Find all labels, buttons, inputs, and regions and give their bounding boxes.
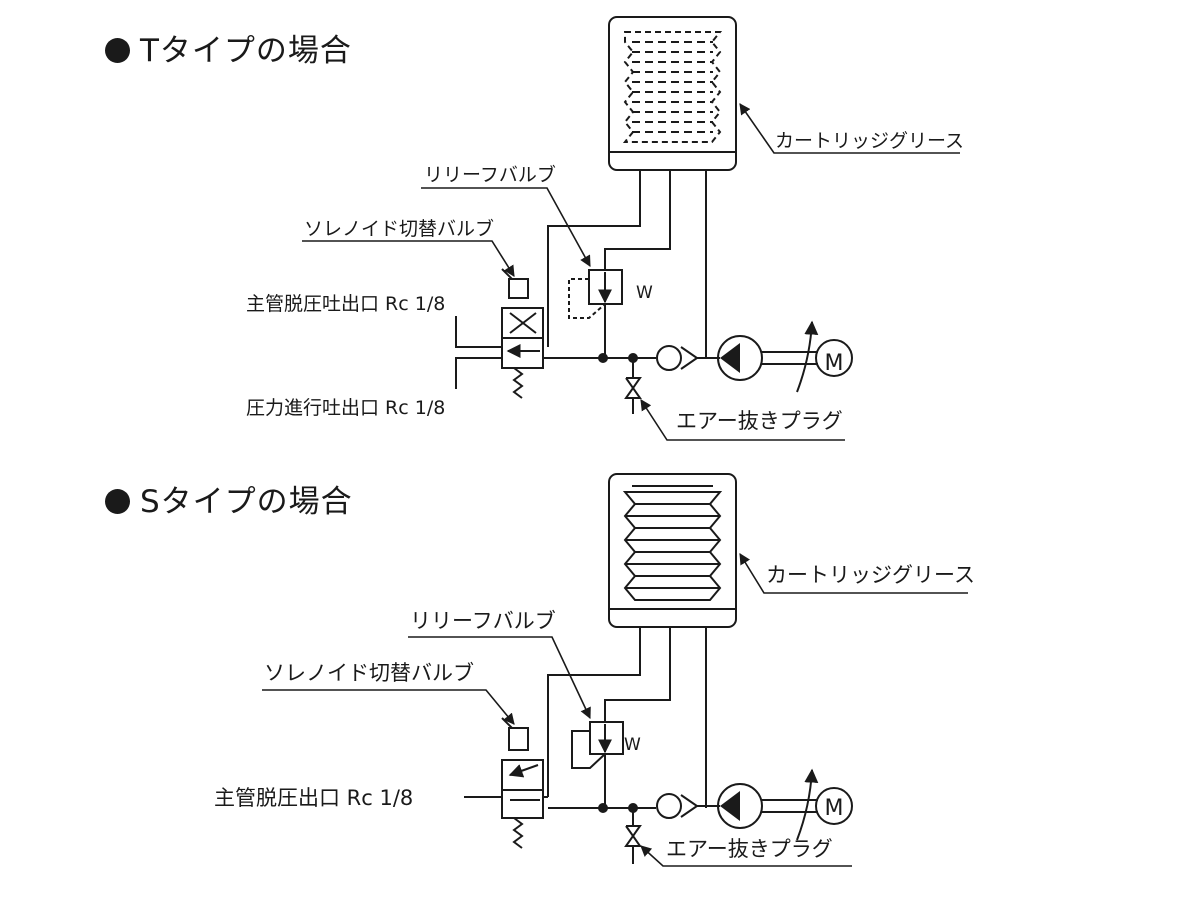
solenoid-valve-t <box>455 268 548 399</box>
t-type-heading: Tタイプの場合 <box>105 25 352 70</box>
air-plug-label-s: エアー抜きプラグ <box>666 837 833 861</box>
check-valve-s <box>656 793 720 819</box>
relief-valve-t <box>568 269 623 358</box>
main-outlet-label-s: 主管脱圧出口 Rc 1/8 <box>214 786 414 810</box>
motor-s <box>815 787 853 825</box>
relief-valve-s <box>571 721 624 808</box>
pressure-outlet-label-t: 圧力進行吐出口 Rc 1/8 <box>246 397 446 419</box>
check-valve-t <box>656 345 720 371</box>
t-type-diagram <box>302 16 960 441</box>
solenoid-label-t: ソレノイド切替バルブ <box>304 218 495 240</box>
cartridge-grease-s <box>608 473 737 628</box>
motor-label-s: M <box>825 796 844 821</box>
relief-label-t: リリーフバルブ <box>424 164 556 186</box>
pump-s <box>717 768 819 841</box>
motor-t <box>815 339 853 377</box>
t-type-heading-text: Tタイプの場合 <box>140 33 352 69</box>
cartridge-label-s: カートリッジグリース <box>766 563 975 587</box>
solenoid-label-s: ソレノイド切替バルブ <box>264 661 474 685</box>
cartridge-label-t: カートリッジグリース <box>775 130 965 152</box>
main-outlet-label-t: 主管脱圧吐出口 Rc 1/8 <box>246 293 446 315</box>
bullet-icon <box>105 38 130 63</box>
cartridge-grease-t <box>608 16 737 171</box>
pump-t <box>717 320 819 393</box>
air-plug-t <box>624 358 642 414</box>
relief-label-s: リリーフバルブ <box>410 609 556 633</box>
s-type-heading: Sタイプの場合 <box>105 476 353 521</box>
air-plug-s <box>624 808 642 864</box>
spring-label-t: W <box>636 283 653 303</box>
solenoid-valve-s <box>464 717 548 849</box>
s-type-diagram <box>262 473 968 867</box>
spring-label-s: W <box>624 735 641 755</box>
motor-label-t: M <box>825 351 844 376</box>
bullet-icon <box>105 489 130 514</box>
s-type-heading-text: Sタイプの場合 <box>140 484 353 520</box>
air-plug-label-t: エアー抜きプラグ <box>676 409 843 433</box>
